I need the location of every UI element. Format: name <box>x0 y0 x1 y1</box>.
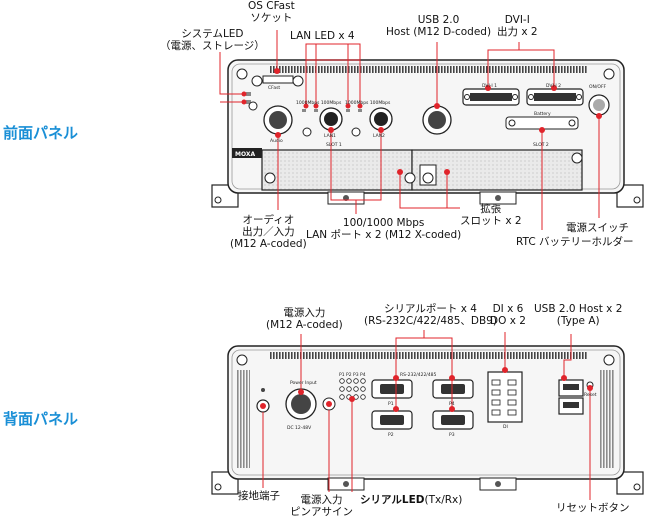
label-power-switch: 電源スイッチ <box>566 222 629 234</box>
svg-text:SLOT 1: SLOT 1 <box>326 142 342 148</box>
label-lan-led: LAN LED x 4 <box>290 30 355 42</box>
svg-text:SLOT 2: SLOT 2 <box>533 142 549 148</box>
svg-text:P4: P4 <box>449 401 455 407</box>
front-callout-lines <box>219 30 600 230</box>
svg-text:DVI-I 2: DVI-I 2 <box>546 83 561 89</box>
label-usb-front: USB 2.0 Host (M12 D-coded) <box>386 14 492 38</box>
svg-text:DC 12-48V: DC 12-48V <box>287 425 312 431</box>
front-details <box>232 75 610 191</box>
svg-text:LAN2: LAN2 <box>373 133 385 139</box>
rear-chassis <box>211 345 644 495</box>
label-dvi: DVI-I 出力 x 2 <box>497 14 538 38</box>
svg-text:P1 P2 P3 P4: P1 P2 P3 P4 <box>339 372 366 378</box>
svg-text:LAN1: LAN1 <box>324 133 336 139</box>
label-usb-rear: USB 2.0 Host x 2 (Type A) <box>534 303 623 327</box>
rear-panel-title: 背面パネル <box>3 410 79 428</box>
front-callout-dots <box>241 68 602 175</box>
label-reset-button: リセットボタン <box>556 502 630 514</box>
svg-text:P1: P1 <box>388 401 394 407</box>
label-rtc-battery: RTC バッテリーホルダー <box>516 236 634 248</box>
label-audio: オーディオ 出力／入力 (M12 A-coded) <box>230 214 307 250</box>
label-expansion-slot: 拡張 スロット x 2 <box>460 203 522 227</box>
svg-text:CFast: CFast <box>268 85 280 91</box>
label-system-led: システムLED （電源、ストレージ） <box>160 28 265 52</box>
label-power-input: 電源入力 (M12 A-coded) <box>266 307 343 331</box>
rear-callout-dots <box>260 367 593 412</box>
rear-callout-lines <box>262 330 591 500</box>
svg-text:Power Input: Power Input <box>290 380 317 386</box>
svg-text:Reset: Reset <box>584 392 597 398</box>
svg-text:DVI-I 1: DVI-I 1 <box>482 83 497 89</box>
svg-text:P2: P2 <box>388 432 394 438</box>
label-power-pinout: 電源入力 ピンアサイン <box>290 494 353 518</box>
svg-text:1000Mbps 100Mbps: 1000Mbps 100Mbps <box>345 100 391 106</box>
label-serial-ports: シリアルポート x 4 (RS-232C/422/485、DB9) <box>364 303 497 327</box>
svg-text:Battery: Battery <box>534 111 551 117</box>
svg-text:MOXA: MOXA <box>235 151 255 158</box>
label-lan-ports: 100/1000 Mbps LAN ポート x 2 (M12 X-coded) <box>306 217 462 241</box>
rear-device-text: Power Input DC 12-48V P1 P2 P3 P4 RS-232… <box>287 372 597 438</box>
front-device-text: CFast ON/OFF Audio 1000Mbps 100Mbps 1000… <box>235 83 607 158</box>
label-dio: DI x 6 DO x 2 <box>490 303 526 327</box>
label-ground: 接地端子 <box>238 490 280 502</box>
svg-text:P3: P3 <box>449 432 455 438</box>
svg-text:ON/OFF: ON/OFF <box>589 84 607 90</box>
rear-details <box>256 371 594 430</box>
label-serial-led: シリアルLED(Tx/Rx) <box>360 494 463 506</box>
svg-text:Audio: Audio <box>270 138 283 144</box>
svg-text:RS-232/422/485: RS-232/422/485 <box>400 372 437 378</box>
front-panel-title: 前面パネル <box>3 124 79 142</box>
svg-text:DI: DI <box>503 424 508 430</box>
label-cfast: OS CFast ソケット <box>248 0 295 24</box>
svg-text:1000Mbps 100Mbps: 1000Mbps 100Mbps <box>296 100 342 106</box>
